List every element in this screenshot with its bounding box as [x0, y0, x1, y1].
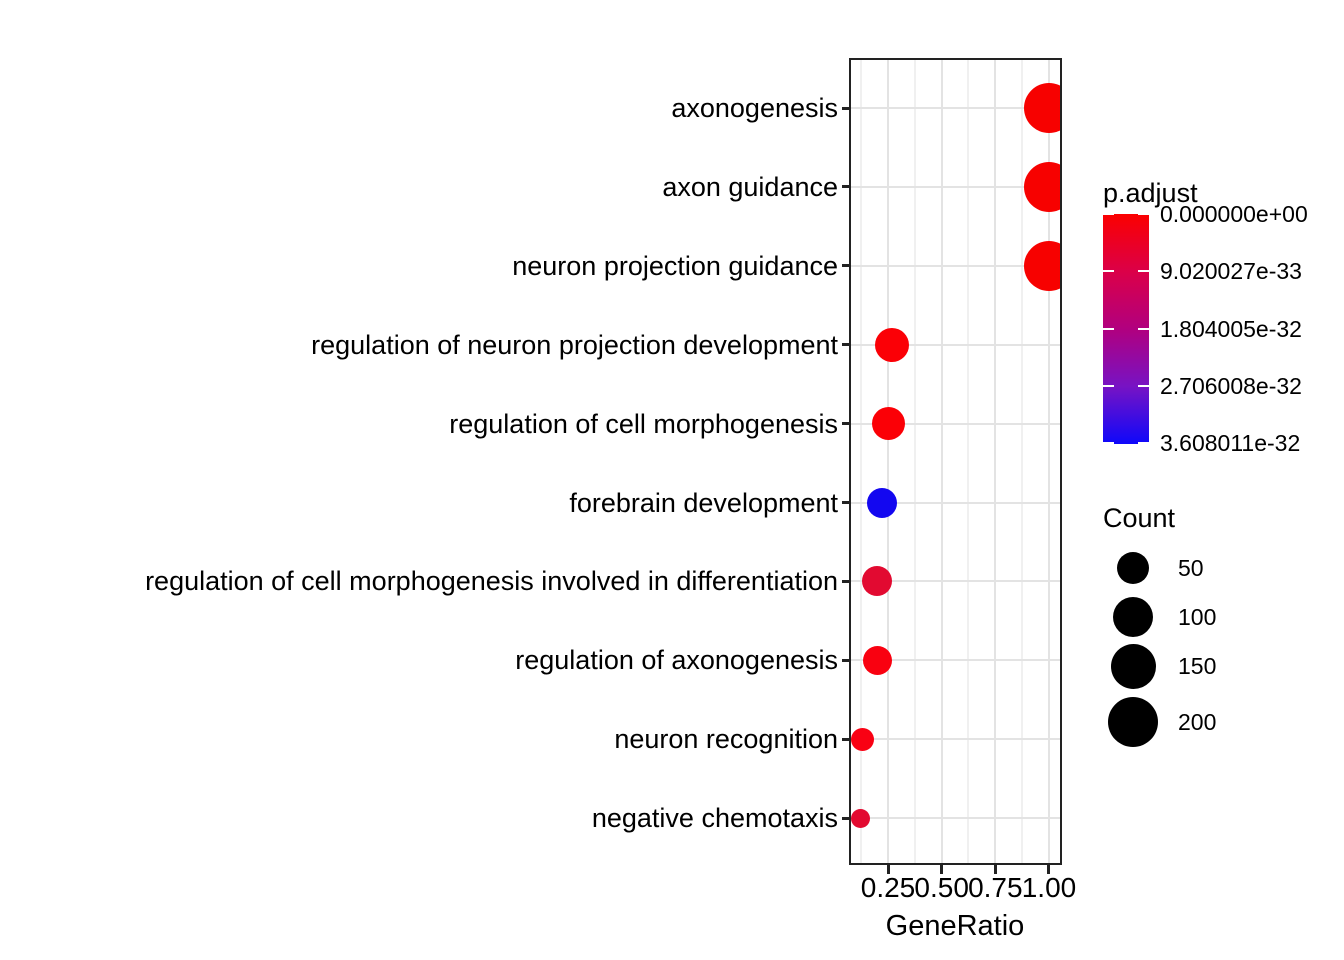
- count-legend-label: 200: [1178, 709, 1217, 735]
- gridline-major-horizontal: [851, 343, 1060, 346]
- gridline-major-horizontal: [851, 185, 1060, 188]
- gridline-major-horizontal: [851, 580, 1060, 583]
- y-axis-label: regulation of cell morphogenesis: [449, 408, 838, 439]
- data-point: [1023, 83, 1060, 133]
- y-axis-label: regulation of neuron projection developm…: [311, 329, 838, 360]
- gridline-major-horizontal: [851, 738, 1060, 741]
- x-axis-tick: [993, 865, 997, 874]
- y-axis-label: axonogenesis: [671, 93, 838, 123]
- gridline-major-horizontal: [851, 817, 1060, 820]
- gridline-major-vertical: [940, 60, 943, 863]
- gridline-minor-vertical: [913, 60, 916, 863]
- colorbar-tick: [1103, 213, 1114, 215]
- y-axis-tick: [842, 343, 851, 347]
- data-point: [862, 645, 892, 675]
- colorbar-tick: [1103, 270, 1114, 273]
- count-legend-label: 100: [1178, 604, 1217, 630]
- y-axis-tick: [842, 737, 851, 741]
- x-axis-tick-label: 0.50: [914, 872, 969, 903]
- y-axis-tick: [842, 264, 851, 268]
- gridline-major-vertical: [887, 60, 889, 863]
- y-axis-label: axon guidance: [662, 171, 838, 202]
- count-legend-dot: [1113, 597, 1153, 637]
- y-axis-label: forebrain development: [569, 487, 838, 518]
- y-axis-tick: [842, 106, 851, 110]
- colorbar-tick: [1103, 442, 1114, 444]
- data-point: [866, 487, 897, 518]
- x-axis-tick-label: 1.00: [1021, 872, 1077, 903]
- count-legend-dot: [1117, 552, 1149, 584]
- data-point: [1023, 161, 1060, 212]
- legend-padjust-title: p.adjust: [1103, 178, 1198, 208]
- y-axis-tick: [842, 185, 851, 189]
- data-point: [851, 727, 874, 751]
- gridline-major-horizontal: [851, 264, 1060, 267]
- x-axis-tick-label: 0.25: [860, 872, 916, 903]
- y-axis-tick: [842, 422, 851, 426]
- gridline-major-horizontal: [851, 422, 1060, 425]
- x-axis-tick-label: 0.75: [968, 872, 1023, 903]
- colorbar-tick: [1138, 442, 1149, 444]
- gridline-major-vertical: [994, 60, 997, 863]
- colorbar-tick-label: 0.000000e+00: [1160, 201, 1308, 227]
- count-legend-dot: [1110, 643, 1156, 689]
- data-point: [851, 808, 870, 828]
- y-axis-tick: [842, 658, 851, 662]
- gridline-major-vertical: [1047, 60, 1050, 863]
- colorbar-tick: [1138, 213, 1149, 215]
- gridline-major-horizontal: [851, 659, 1060, 662]
- data-point: [862, 566, 893, 597]
- plot-panel-area: [851, 60, 1060, 863]
- colorbar-tick-label: 1.804005e-32: [1160, 315, 1302, 342]
- colorbar-tick: [1103, 384, 1114, 387]
- x-axis-tick: [940, 865, 944, 874]
- colorbar-tick-label: 3.608011e-32: [1160, 430, 1301, 456]
- gridline-minor-vertical: [967, 60, 970, 863]
- colorbar-tick: [1103, 327, 1114, 330]
- y-axis-label: regulation of axonogenesis: [515, 645, 838, 676]
- colorbar-tick: [1138, 384, 1149, 387]
- count-legend-label: 50: [1178, 555, 1204, 581]
- data-point: [871, 407, 905, 441]
- y-axis-label: neuron projection guidance: [512, 250, 838, 281]
- colorbar-tick-label: 2.706008e-32: [1160, 372, 1302, 399]
- count-legend-dot: [1108, 697, 1158, 747]
- padjust-colorbar: [1103, 213, 1149, 444]
- count-legend-label: 150: [1178, 653, 1217, 679]
- y-axis-tick: [842, 816, 851, 820]
- y-axis-label: regulation of cell morphogenesis involve…: [145, 566, 838, 597]
- x-axis-tick: [886, 865, 890, 874]
- x-axis-tick: [1047, 865, 1051, 874]
- x-axis-title: GeneRatio: [885, 910, 1025, 942]
- colorbar-tick-label: 9.020027e-33: [1160, 258, 1302, 285]
- y-axis-tick: [842, 501, 851, 504]
- legend-count-title: Count: [1103, 503, 1176, 533]
- data-point: [875, 327, 910, 362]
- plot-panel: [849, 58, 1062, 865]
- colorbar-tick: [1138, 270, 1149, 273]
- y-axis-tick: [842, 579, 851, 583]
- gridline-major-horizontal: [851, 107, 1060, 109]
- data-point: [1023, 240, 1060, 291]
- gridline-minor-vertical: [1021, 60, 1024, 863]
- colorbar-tick: [1138, 327, 1149, 330]
- gridline-major-horizontal: [851, 501, 1060, 504]
- gridline-minor-vertical: [860, 60, 863, 863]
- y-axis-label: neuron recognition: [614, 724, 838, 755]
- y-axis-label: negative chemotaxis: [591, 803, 838, 834]
